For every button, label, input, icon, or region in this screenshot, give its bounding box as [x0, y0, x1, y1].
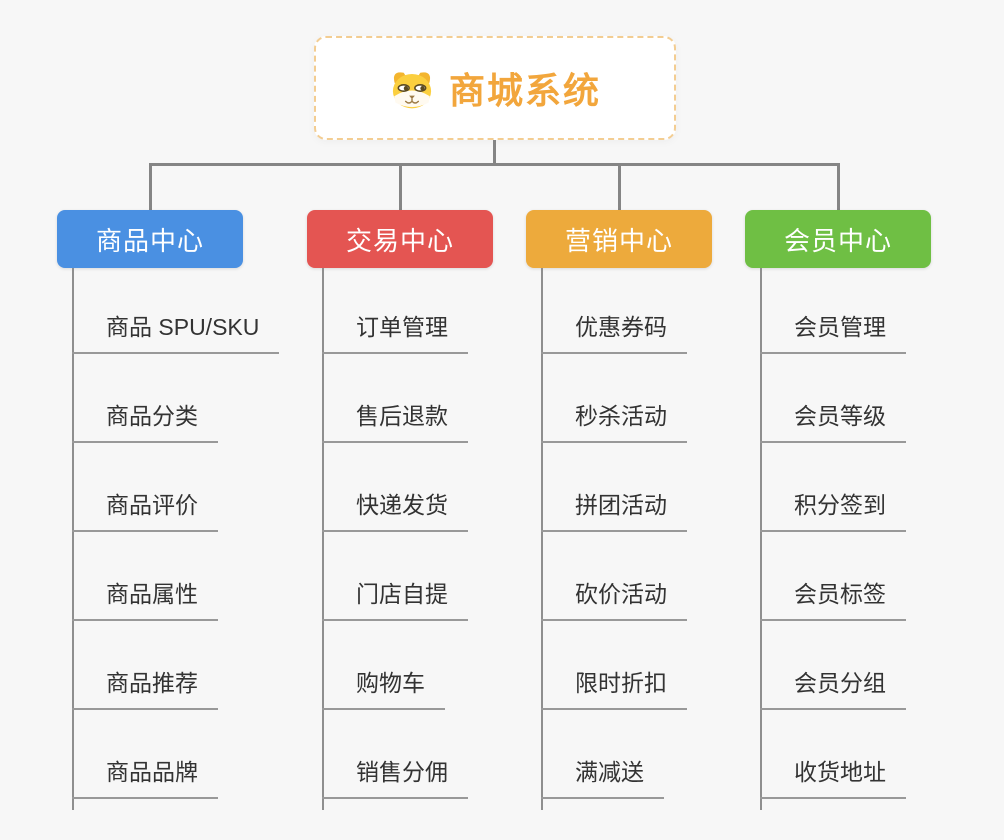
connector-drop [149, 163, 152, 210]
leaf-node[interactable]: 订单管理 [322, 309, 468, 354]
leaf-node[interactable]: 商品分类 [72, 398, 218, 443]
leaf-node[interactable]: 门店自提 [322, 576, 468, 621]
branch-column: 营销中心 优惠券码秒杀活动拼团活动砍价活动限时折扣满减送 [526, 210, 766, 810]
branch-node-2[interactable]: 交易中心 [307, 210, 493, 268]
root-title: 商城系统 [448, 70, 601, 111]
leaf-node[interactable]: 优惠券码 [541, 309, 687, 354]
connector-trunk [493, 140, 496, 165]
dog-icon [392, 72, 432, 109]
leaf-node[interactable]: 积分签到 [760, 487, 906, 532]
leaf-node[interactable]: 满减送 [541, 754, 664, 799]
leaf-node[interactable]: 砍价活动 [541, 576, 687, 621]
leaf-node[interactable]: 会员管理 [760, 309, 906, 354]
branch-node-4[interactable]: 会员中心 [745, 210, 931, 268]
leaf-node[interactable]: 限时折扣 [541, 665, 687, 710]
leaf-node[interactable]: 购物车 [322, 665, 445, 710]
leaf-node[interactable]: 商品 SPU/SKU [72, 309, 280, 354]
branch-node-1[interactable]: 商品中心 [57, 210, 243, 268]
leaf-node[interactable]: 商品推荐 [72, 665, 218, 710]
leaf-node[interactable]: 快递发货 [322, 487, 468, 532]
connector-rail [149, 163, 840, 166]
leaf-node[interactable]: 售后退款 [322, 398, 468, 443]
branch-column: 交易中心 订单管理售后退款快递发货门店自提购物车销售分佣 [307, 210, 547, 810]
branch-node-3[interactable]: 营销中心 [526, 210, 712, 268]
leaf-node[interactable]: 会员分组 [760, 665, 906, 710]
root-node[interactable]: 商城系统 [314, 36, 676, 140]
leaf-node[interactable]: 商品评价 [72, 487, 218, 532]
branch-spine-line [322, 268, 324, 810]
branch-column: 会员中心 会员管理会员等级积分签到会员标签会员分组收货地址 [745, 210, 985, 810]
leaf-node[interactable]: 商品属性 [72, 576, 218, 621]
leaf-node[interactable]: 秒杀活动 [541, 398, 687, 443]
leaf-node[interactable]: 商品品牌 [72, 754, 218, 799]
connector-drop [399, 163, 402, 210]
branch-column: 商品中心 商品 SPU/SKU 商品分类商品评价商品属性商品推荐商品品牌 [57, 210, 297, 810]
leaf-node[interactable]: 会员标签 [760, 576, 906, 621]
leaf-node[interactable]: 拼团活动 [541, 487, 687, 532]
connector-drop [618, 163, 621, 210]
leaf-node[interactable]: 收货地址 [760, 754, 906, 799]
branch-spine-line [760, 268, 762, 810]
branch-spine-line [72, 268, 74, 810]
leaf-node[interactable]: 会员等级 [760, 398, 906, 443]
branch-spine-line [541, 268, 543, 810]
connector-drop [837, 163, 840, 210]
leaf-node[interactable]: 销售分佣 [322, 754, 468, 799]
